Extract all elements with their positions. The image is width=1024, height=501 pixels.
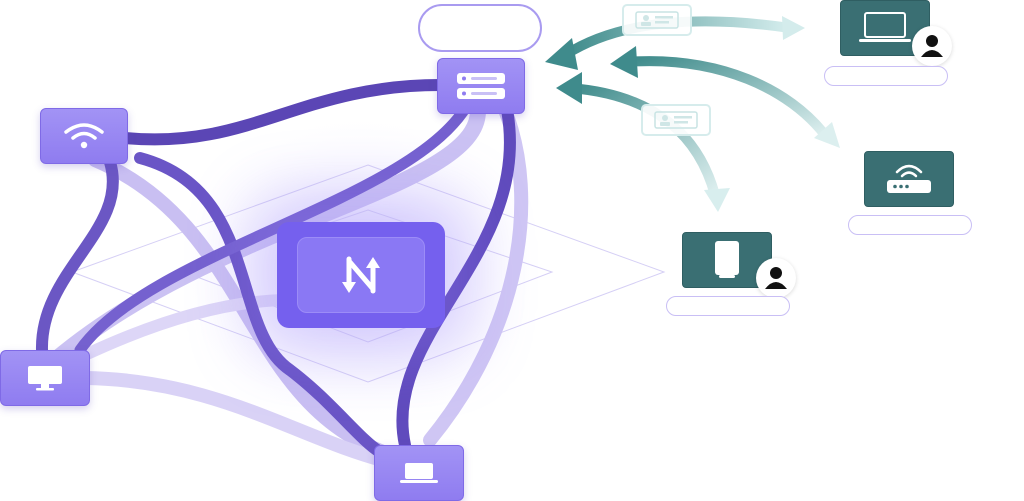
laptop-node[interactable] [374, 445, 464, 501]
wifi-node[interactable] [40, 108, 128, 164]
server-icon [457, 73, 505, 99]
hub-logo-tile [297, 237, 425, 313]
id-card-icon [635, 11, 679, 29]
id-card-chip [622, 4, 692, 36]
arrow-head-server-2 [610, 46, 638, 78]
outer-plane [70, 164, 666, 383]
arrow-server-to-router [624, 56, 829, 139]
user-icon [765, 267, 787, 289]
wifi-icon [64, 123, 104, 149]
link-wifi-laptop-light [88, 153, 417, 467]
id-card-chip [641, 104, 711, 136]
server-label [418, 4, 542, 52]
router-icon [887, 164, 931, 193]
link-server-laptop [396, 94, 516, 451]
monitor-icon [28, 366, 62, 391]
link-wifi-desktop [35, 156, 119, 356]
link-server-laptop-light [423, 103, 529, 447]
link-desktop-hub-light [79, 294, 296, 361]
teal-laptop-node[interactable] [840, 0, 930, 56]
teal-tablet-label [666, 296, 790, 316]
central-hub[interactable] [277, 222, 445, 328]
user-badge [912, 26, 952, 66]
desktop-node[interactable] [0, 350, 90, 406]
id-card-icon [654, 111, 698, 129]
user-icon [921, 35, 943, 57]
teal-router-node[interactable] [864, 151, 954, 207]
nordlayer-logo-icon [342, 256, 380, 294]
arrow-head-server-3 [556, 72, 582, 104]
arrow-head-server [545, 38, 578, 70]
arrow-head-router [814, 122, 840, 148]
link-wifi-server [119, 79, 446, 146]
laptop-icon [859, 12, 911, 42]
arrow-head-tablet [704, 188, 730, 212]
server-node[interactable] [437, 58, 525, 114]
laptop-icon [400, 463, 438, 483]
arrow-head-laptop [782, 16, 805, 40]
link-desktop-laptop-light [78, 371, 397, 469]
user-badge [756, 258, 796, 298]
teal-laptop-label [824, 66, 948, 86]
teal-router-label [848, 215, 972, 235]
tablet-icon [715, 241, 739, 278]
link-wifi-hub-laptop [134, 152, 386, 458]
